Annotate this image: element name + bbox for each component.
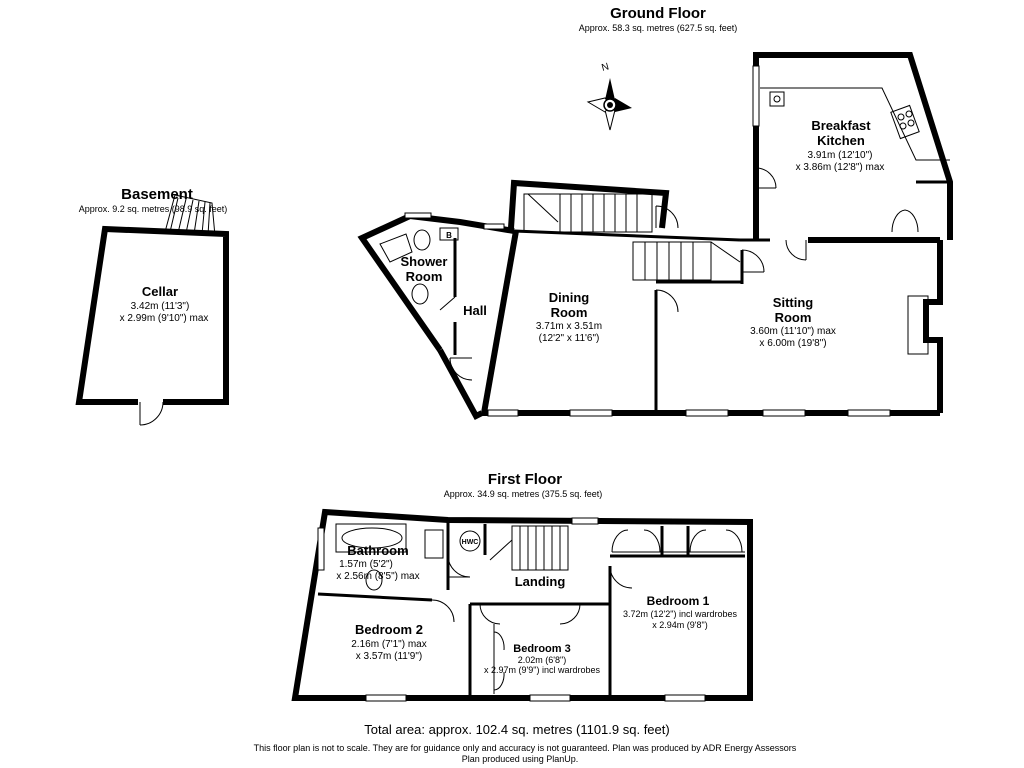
breakfast-kitchen-label-2: Kitchen [817,133,865,148]
bedroom-3-dim-1: 2.02m (6'8") [518,655,566,665]
ground-floor-area: Approx. 58.3 sq. metres (627.5 sq. feet) [579,23,738,33]
bedroom-3-label: Bedroom 3 [513,643,570,655]
bedroom-1-dim-2: x 2.94m (9'8") [652,620,707,630]
basement-title: Basement [121,186,193,203]
bathroom-dim-2: x 2.56m (8'5") max [336,571,419,582]
bathroom-label: Bathroom [347,543,408,558]
cellar-label: Cellar [142,284,178,299]
dining-room-dim-1: 3.71m x 3.51m [536,321,602,332]
shower-room-label-1: Shower [401,254,448,269]
ground-floor-doors [439,167,919,381]
sitting-room-label-2: Room [775,310,812,325]
first-floor-stairs [489,525,569,571]
basement-area: Approx. 9.2 sq. metres (98.9 sq. feet) [79,204,228,214]
shower-room-fittings [379,227,459,305]
bedroom-3-dim-2: x 2.97m (9'9") incl wardrobes [484,665,600,675]
ground-floor-title: Ground Floor [610,5,706,22]
bedroom-1-label: Bedroom 1 [647,594,710,608]
dining-room-dim-2: (12'2" x 11'6") [539,333,600,344]
bathroom-dim-1: 1.57m (5'2") [339,559,393,570]
cellar-dim-2: x 2.99m (9'10") max [120,313,209,324]
sitting-room-dim-2: x 6.00m (19'8") [759,338,826,349]
bedroom-1-wardrobes [493,526,745,694]
bedroom-2-label: Bedroom 2 [355,622,423,637]
fireplace [907,295,929,355]
compass-north-label: N [600,61,610,73]
compass-icon [586,78,632,131]
dining-room-label-2: Room [551,305,588,320]
bedroom-2-dim-1: 2.16m (7'1") max [351,639,426,650]
first-floor-walls [291,508,753,701]
landing-label: Landing [515,574,566,589]
first-floor-title: First Floor [488,471,562,488]
breakfast-kitchen-dim-1: 3.91m (12'10") [808,150,873,161]
first-floor-doors [431,554,633,625]
sitting-room-dim-1: 3.60m (11'10") max [750,326,836,337]
bathroom-fittings [335,523,444,591]
breakfast-kitchen-dim-2: x 3.86m (12'8") max [796,162,885,173]
boiler-label: B [446,231,452,240]
total-area: Total area: approx. 102.4 sq. metres (11… [364,722,669,737]
basement-stairs [164,194,216,237]
kitchen-fittings [760,87,950,161]
breakfast-kitchen-label-1: Breakfast [811,118,871,133]
disclaimer-line-1: This floor plan is not to scale. They ar… [254,743,797,753]
disclaimer-line-2: Plan produced using PlanUp. [462,754,579,764]
hwc-label: HWC [462,539,479,546]
hot-water-cylinder [459,530,481,552]
ground-floor-stairs [523,193,741,281]
cellar-door [138,398,164,426]
dining-room-label-1: Dining [549,290,589,305]
bedroom-1-dim-1: 3.72m (12'2") incl wardrobes [623,609,737,619]
ground-floor-windows [404,65,891,417]
shower-room-label-2: Room [406,269,443,284]
cellar-dim-1: 3.42m (11'3") [131,301,190,312]
first-floor-windows [317,517,706,702]
sitting-room-label-1: Sitting [773,295,813,310]
bedroom-2-dim-2: x 3.57m (11'9") [356,651,422,662]
hall-label: Hall [463,303,487,318]
first-floor-area: Approx. 34.9 sq. metres (375.5 sq. feet) [444,489,603,499]
